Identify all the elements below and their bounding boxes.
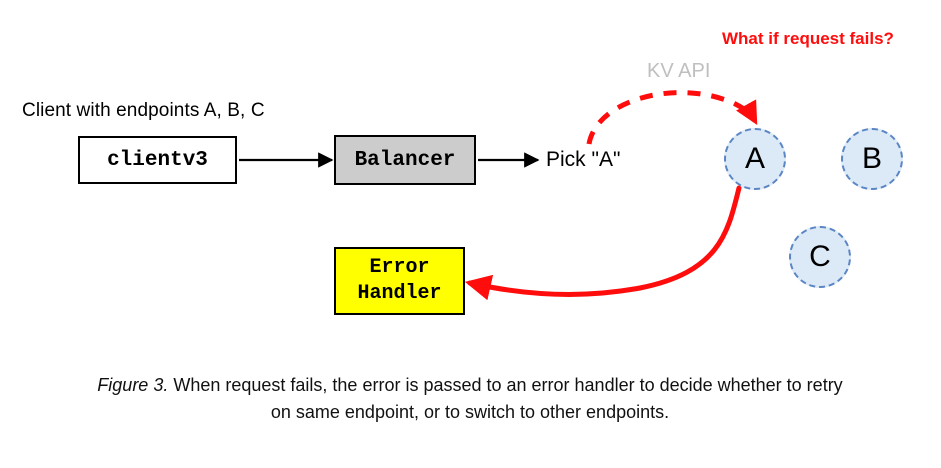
- endpoint-circle-c: C: [789, 226, 851, 288]
- what-if-request-fails-label: What if request fails?: [722, 29, 894, 48]
- error-handler-box: Error Handler: [334, 247, 465, 315]
- client-endpoints-label: Client with endpoints A, B, C: [22, 100, 265, 121]
- figure-number: Figure 3.: [97, 375, 169, 395]
- endpoint-circle-a: A: [724, 128, 786, 190]
- pick-a-label: Pick "A": [546, 148, 621, 171]
- arrow-kv-api-request: [586, 90, 758, 145]
- clientv3-box: clientv3: [78, 136, 237, 184]
- arrow-error-to-handler: [464, 185, 742, 301]
- figure-caption: Figure 3. When request fails, the error …: [90, 372, 850, 427]
- error-handler-line-1: Error: [369, 256, 430, 280]
- figure-caption-text: When request fails, the error is passed …: [168, 375, 843, 423]
- error-handler-line-2: Handler: [357, 282, 442, 305]
- balancer-box: Balancer: [334, 135, 476, 185]
- kv-api-label: KV API: [647, 60, 711, 82]
- endpoint-circle-b: B: [841, 128, 903, 190]
